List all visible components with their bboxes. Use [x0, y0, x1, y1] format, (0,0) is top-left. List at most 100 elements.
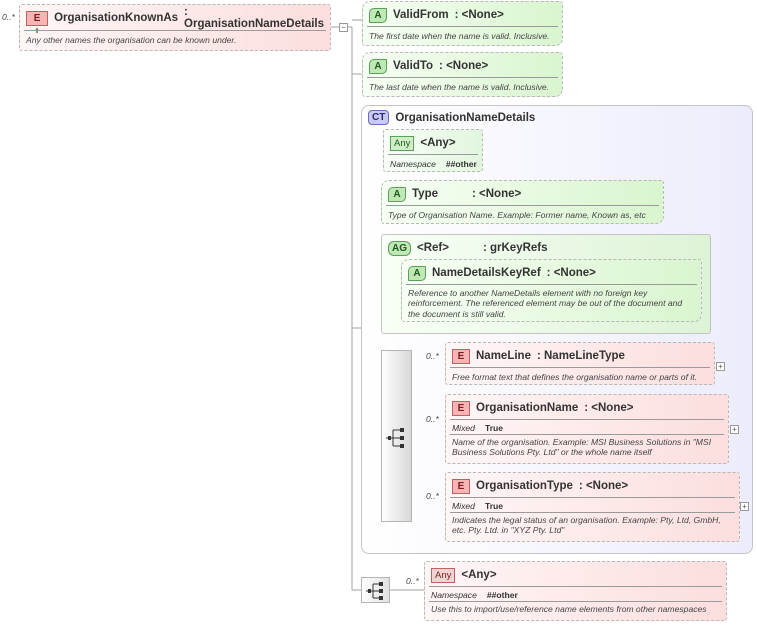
attribute-header: A ValidTo : <None> — [369, 57, 556, 75]
any-element-name: <Any> — [461, 569, 497, 581]
attribute-icon: A — [388, 186, 406, 202]
attribute-valid-from[interactable]: A ValidFrom : <None> The first date when… — [362, 1, 563, 46]
element-organisation-type[interactable]: E OrganisationType : <None> Mixed True In… — [445, 472, 740, 542]
divider — [406, 284, 697, 285]
expand-toggle[interactable]: + — [716, 362, 725, 371]
outer-sequence-compositor[interactable] — [361, 577, 390, 603]
attribute-doc: The first date when the name is valid. I… — [369, 31, 550, 41]
divider — [450, 497, 735, 498]
divider — [367, 26, 558, 27]
divider — [450, 367, 710, 368]
attribute-group-type: : grKeyRefs — [482, 242, 548, 254]
collapse-toggle[interactable]: − — [339, 23, 348, 32]
element-type: : <None> — [578, 480, 629, 492]
any-element-box[interactable]: Any <Any> Namespace ##other Use this to i… — [424, 561, 727, 621]
attribute-key-ref-box[interactable]: A NameDetailsKeyRef : <None> Reference t… — [401, 259, 702, 322]
root-badge-label: E — [33, 12, 41, 24]
attribute-group-name: <Ref> — [417, 242, 449, 254]
any-element-occurs: 0..* — [406, 576, 419, 586]
attribute-icon: A — [369, 7, 387, 23]
attribute-header: A Type : <None> — [388, 185, 657, 203]
name-line-occurs: 0..* — [426, 351, 439, 361]
attribute-name: ValidFrom — [393, 9, 449, 21]
sequence-compositor[interactable] — [381, 350, 412, 522]
expand-toggle[interactable]: + — [740, 502, 749, 511]
any-attribute-namespace: Namespace ##other — [390, 159, 477, 169]
element-icon: E — [452, 348, 470, 364]
attribute-name: Type — [412, 188, 438, 200]
attribute-type: : <None> — [454, 9, 504, 21]
element-organisation-name[interactable]: E OrganisationName : <None> Mixed True Na… — [445, 394, 729, 464]
element-name-line[interactable]: E NameLine : NameLineType Free format te… — [445, 342, 715, 385]
element-type: : NameLineType — [536, 350, 625, 362]
element-icon: E — [452, 478, 470, 494]
any-element-namespace: Namespace ##other — [431, 590, 518, 600]
element-doc: Free format text that defines the organi… — [452, 372, 698, 382]
root-element-name: OrganisationKnownAs — [54, 12, 179, 24]
element-name: OrganisationName — [476, 402, 579, 414]
divider — [24, 30, 326, 31]
root-occurs: 0..* — [2, 12, 15, 22]
namespace-value: ##other — [445, 159, 477, 169]
element-header: E OrganisationType : <None> — [452, 477, 733, 495]
element-mixed-property: Mixed True — [452, 423, 503, 433]
element-type: : <None> — [584, 402, 634, 414]
attribute-header: A ValidFrom : <None> — [369, 6, 556, 24]
org-name-occurs: 0..* — [426, 414, 439, 424]
element-icon: E — [452, 400, 470, 416]
any-element-icon: Any — [431, 567, 456, 583]
element-header: E OrganisationName : <None> — [452, 399, 722, 417]
complex-type-header: CT OrganisationNameDetails — [368, 110, 535, 125]
root-element-box[interactable]: E + OrganisationKnownAs : OrganisationNa… — [19, 4, 331, 51]
divider — [429, 601, 722, 602]
attribute-icon: A — [408, 265, 426, 281]
divider — [450, 434, 724, 435]
complex-type-icon: CT — [368, 110, 390, 125]
attribute-type: : <None> — [546, 267, 596, 279]
element-header: E NameLine : NameLineType — [452, 347, 708, 365]
any-attribute-box[interactable]: Any <Any> Namespace##other — [383, 129, 483, 172]
element-name: NameLine — [476, 350, 531, 362]
attribute-valid-to[interactable]: A ValidTo : <None> The last date when th… — [362, 52, 563, 97]
attribute-doc: Reference to another NameDetails element… — [408, 288, 683, 319]
attribute-name: ValidTo — [393, 60, 434, 72]
namespace-value: ##other — [486, 590, 518, 600]
any-attribute-name: <Any> — [420, 137, 456, 149]
expand-toggle[interactable]: + — [730, 425, 739, 434]
expand-plus-icon: + — [34, 25, 40, 37]
element-name: OrganisationType — [476, 480, 573, 492]
mixed-key: Mixed — [452, 501, 475, 511]
any-element-doc: Use this to import/use/reference name el… — [431, 604, 707, 614]
divider — [367, 77, 558, 78]
org-type-occurs: 0..* — [426, 491, 439, 501]
sequence-icon — [366, 582, 383, 600]
attribute-group-icon: AG — [388, 240, 411, 256]
complex-type-name: OrganisationNameDetails — [395, 111, 536, 124]
root-element-header: E + OrganisationKnownAs : OrganisationNa… — [26, 6, 325, 37]
mixed-value: True — [484, 423, 504, 433]
attribute-doc: The last date when the name is valid. In… — [369, 82, 550, 92]
divider — [386, 205, 659, 206]
element-icon: E + — [26, 10, 49, 37]
divider — [450, 419, 724, 420]
root-element-doc: Any other names the organisation can be … — [26, 35, 237, 45]
attribute-name: NameDetailsKeyRef — [432, 267, 541, 279]
attribute-icon: A — [369, 58, 387, 74]
attribute-type: : <None> — [439, 60, 489, 72]
attribute-type-box[interactable]: A Type : <None> Type of Organisation Nam… — [381, 180, 664, 224]
attribute-doc: Type of Organisation Name. Example: Form… — [388, 210, 646, 220]
namespace-key: Namespace — [390, 159, 436, 169]
attribute-group-header: AG <Ref> : grKeyRefs — [388, 239, 704, 257]
element-doc: Indicates the legal status of an organis… — [452, 515, 721, 536]
root-element-type: : OrganisationNameDetails — [184, 6, 325, 30]
mixed-value: True — [484, 501, 504, 511]
attribute-header: A NameDetailsKeyRef : <None> — [408, 264, 695, 282]
namespace-key: Namespace — [431, 590, 477, 600]
mixed-key: Mixed — [452, 423, 475, 433]
attribute-type: : <None> — [472, 188, 522, 200]
any-element-header: Any <Any> — [431, 566, 720, 584]
divider — [450, 512, 735, 513]
element-doc: Name of the organisation. Example: MSI B… — [452, 437, 712, 458]
element-mixed-property: Mixed True — [452, 501, 503, 511]
divider — [388, 154, 478, 155]
